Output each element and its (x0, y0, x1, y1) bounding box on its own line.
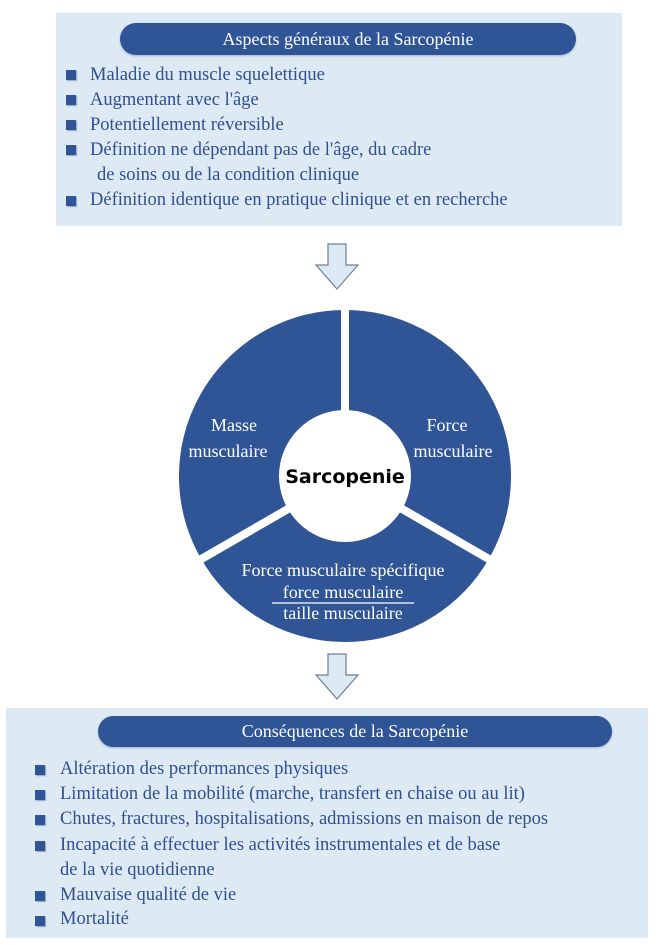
center-label: Sarcopenie (285, 466, 405, 488)
bullet-icon (35, 841, 45, 851)
left-segment-label-2: musculaire (189, 441, 268, 461)
bullet-icon (35, 891, 45, 901)
right-segment-label-2: musculaire (414, 441, 493, 461)
bottom-segment-denominator: taille musculaire (283, 603, 402, 623)
general-aspect-item: Maladie du muscle squelettique (90, 65, 325, 85)
general-aspect-item-continuation: de soins ou de la condition clinique (97, 165, 360, 185)
bullet-icon (35, 815, 45, 825)
consequence-item-continuation: de la vie quotidienne (60, 860, 215, 880)
bottom-segment-numerator: force musculaire (283, 582, 403, 602)
bottom-segment-title: Force musculaire spécifique (242, 560, 445, 580)
general-aspect-item: Définition ne dépendant pas de l'âge, du… (90, 140, 432, 160)
consequence-item: Chutes, fractures, hospitalisations, adm… (60, 809, 549, 829)
left-segment-label-1: Masse (211, 415, 257, 435)
general-aspect-item: Potentiellement réversible (90, 115, 284, 135)
right-segment-label-1: Force (427, 415, 468, 435)
general-aspect-item: Définition identique en pratique cliniqu… (90, 190, 508, 210)
bullet-icon (66, 70, 76, 80)
consequence-item: Altération des performances physiques (60, 759, 349, 779)
down-arrow-icon (314, 653, 360, 700)
down-arrow-icon (314, 243, 360, 290)
consequence-item: Mauvaise qualité de vie (60, 885, 237, 905)
consequence-item: Limitation de la mobilité (marche, trans… (60, 784, 525, 804)
consequence-item: Mortalité (60, 909, 129, 929)
bullet-icon (66, 145, 76, 155)
bullet-icon (66, 120, 76, 130)
bullet-icon (66, 196, 76, 206)
bullet-icon (35, 916, 45, 926)
center-circle (279, 410, 411, 542)
general-aspect-item: Augmentant avec l'âge (90, 90, 259, 110)
bullet-icon (35, 790, 45, 800)
consequences-title: Conséquences de la Sarcopénie (98, 716, 612, 747)
general-aspects-title: Aspects généraux de la Sarcopénie (120, 23, 576, 55)
bullet-icon (35, 765, 45, 775)
bullet-icon (66, 95, 76, 105)
consequence-item: Incapacité à effectuer les activités ins… (60, 835, 501, 855)
sarcopenia-ring-diagram: Sarcopenie Masse musculaire Force muscul… (175, 306, 515, 646)
